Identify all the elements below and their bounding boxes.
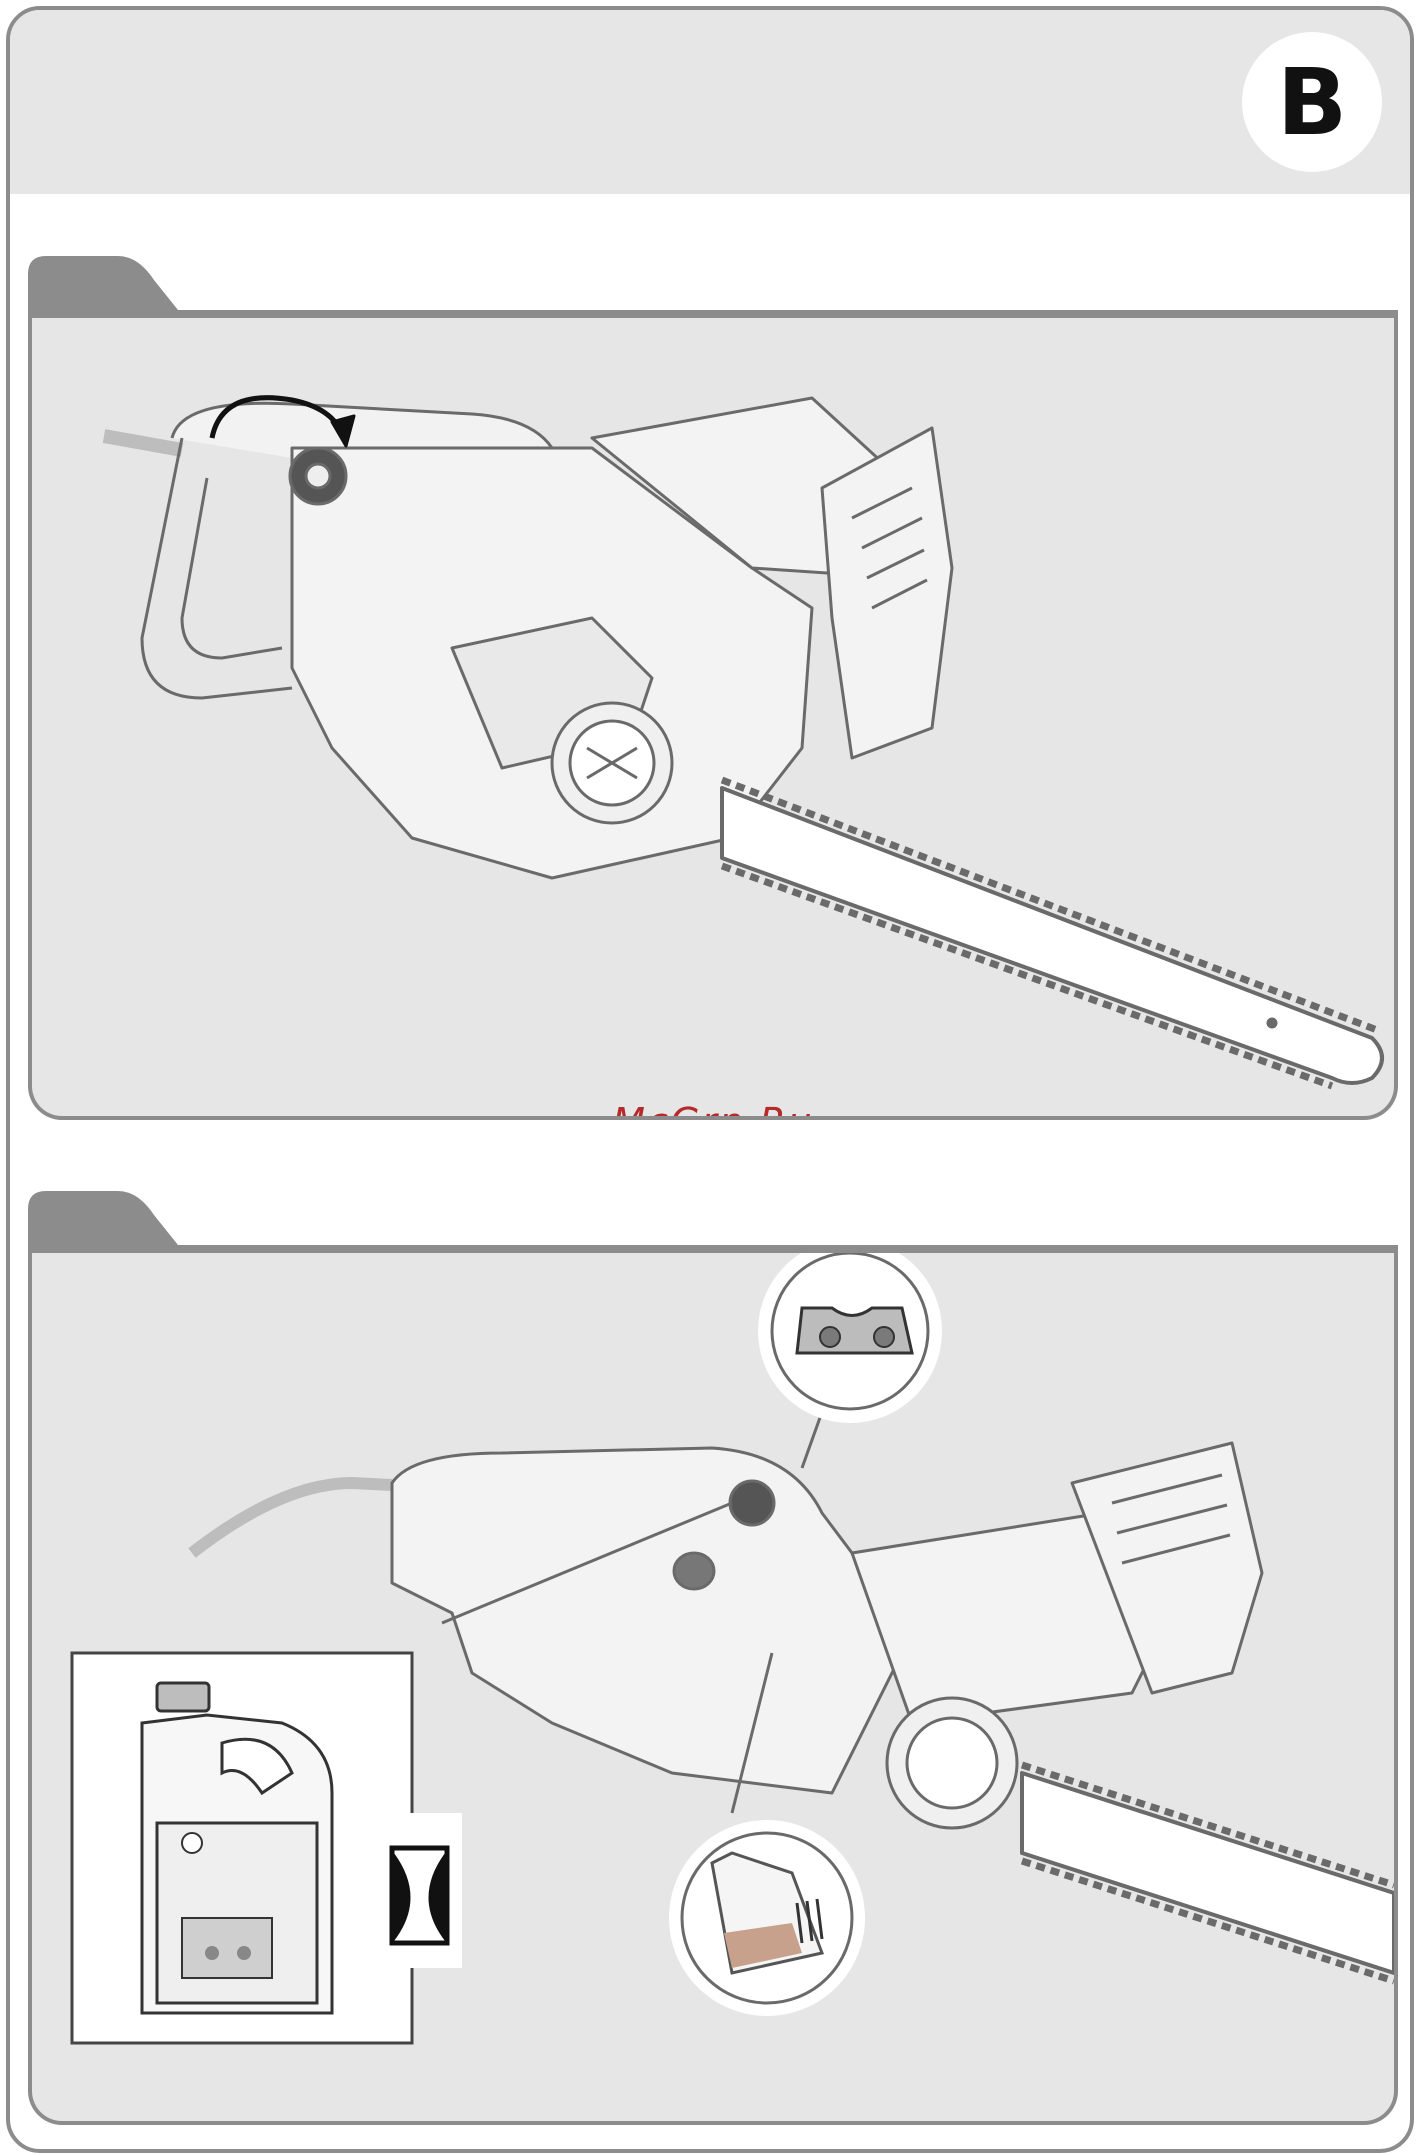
watermark: McGrp.Ru: [32, 1100, 1394, 1120]
panel-step-2: [28, 1185, 1398, 2125]
panel-body-bottom: [28, 1245, 1398, 2125]
oil-drop-symbol-icon: [377, 1813, 462, 1968]
panel-step-1: McGrp.Ru: [28, 250, 1398, 1120]
chain-link-callout: [758, 1253, 942, 1423]
chainsaw-refill-illustration: [32, 1253, 1394, 2125]
chainsaw-illustration: [32, 318, 1394, 1120]
oil-bottle-inset: [72, 1653, 412, 2043]
header-band: [10, 10, 1410, 194]
section-badge: B: [1242, 32, 1382, 172]
oil-level-callout: [669, 1820, 865, 2016]
panel-body-top: McGrp.Ru: [28, 310, 1398, 1120]
